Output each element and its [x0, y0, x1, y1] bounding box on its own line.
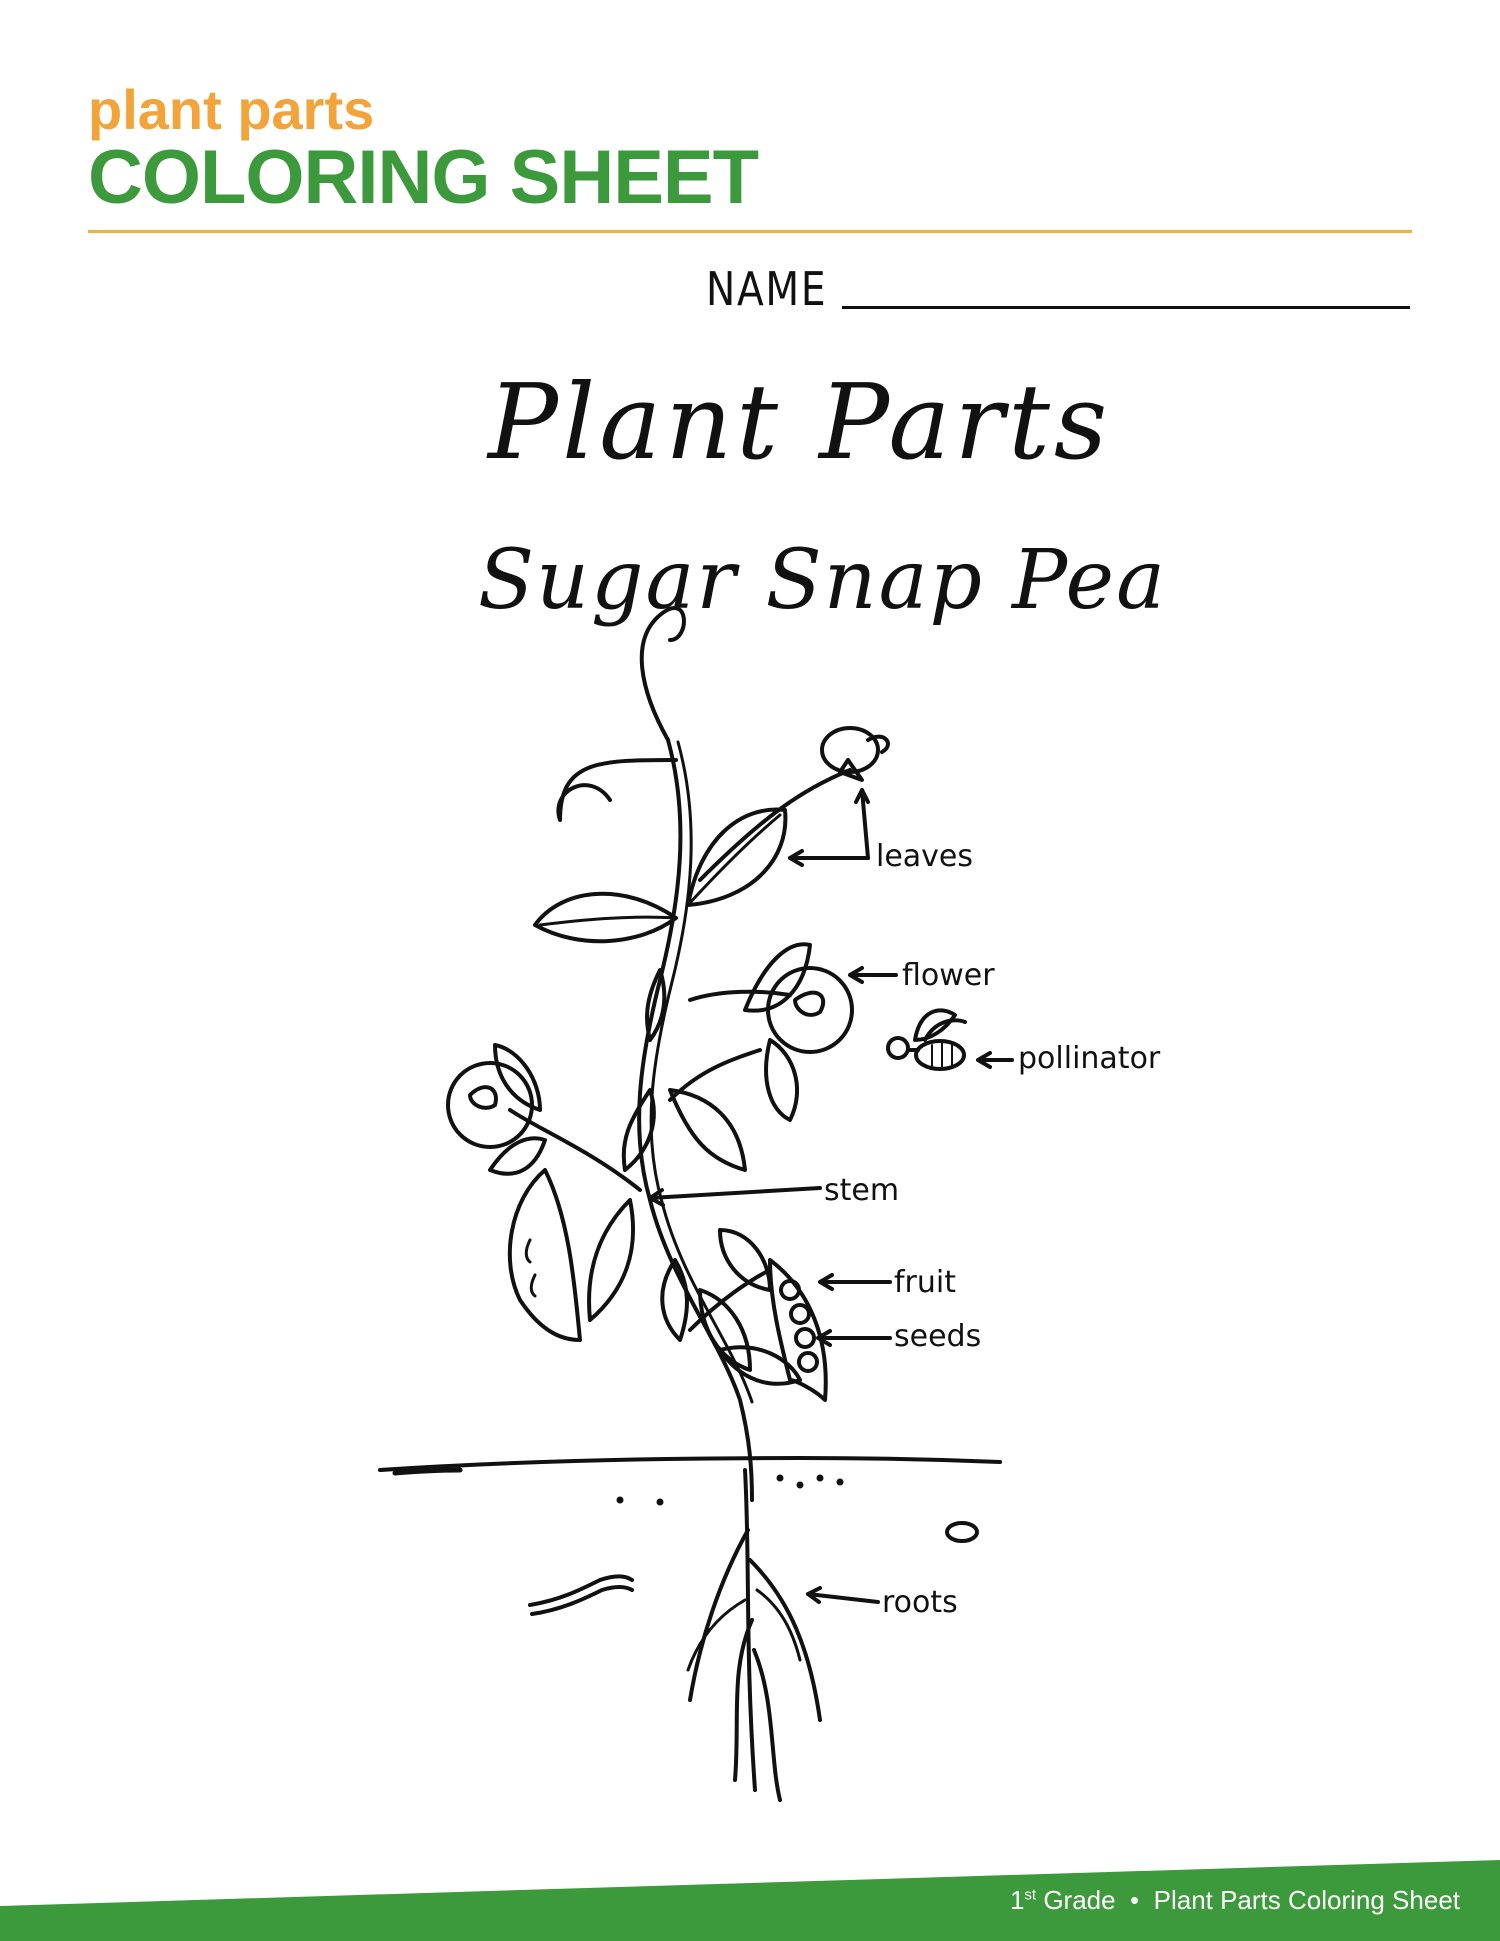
arrow-roots	[806, 1586, 880, 1604]
arrow-stem	[648, 1186, 822, 1207]
label-seeds: seeds	[894, 1319, 981, 1354]
arrow-seeds	[816, 1329, 892, 1347]
arrow-pollinator	[976, 1051, 1014, 1069]
label-pollinator: pollinator	[1018, 1041, 1161, 1076]
worksheet-subtitle: Sugar Snap Pea	[478, 533, 1167, 628]
worksheet-title: Plant Parts	[488, 361, 1112, 483]
label-leaves: leaves	[876, 839, 973, 874]
arrow-fruit	[818, 1273, 892, 1291]
leaf-drawing	[718, 1345, 802, 1386]
label-fruit: fruit	[894, 1265, 956, 1300]
leaf-drawing	[621, 1088, 656, 1172]
header-divider	[88, 230, 1412, 233]
seed-drawing	[789, 1303, 811, 1325]
leaf-drawing	[698, 1288, 752, 1372]
footer-grade-word: Grade	[1043, 1885, 1116, 1915]
leaf-drawing	[764, 1038, 800, 1122]
leaf-drawing	[660, 1258, 689, 1342]
leaf-drawing	[493, 1043, 542, 1112]
arrow-leaves	[788, 849, 870, 867]
name-label: NAME	[706, 262, 828, 316]
leaf-drawing	[743, 942, 812, 1013]
footer-text: 1st Grade • Plant Parts Coloring Sheet	[1010, 1885, 1460, 1916]
ground-line	[378, 1456, 1002, 1472]
label-flower: flower	[902, 958, 995, 993]
header-subtitle: plant parts	[88, 78, 375, 141]
header-title: COLORING SHEET	[88, 135, 759, 220]
footer-grade-number: 1	[1009, 1885, 1025, 1915]
pod-drawing	[768, 1258, 828, 1402]
footer-grade-suffix: st	[1024, 1886, 1037, 1904]
footer-sheet-title: Plant Parts Coloring Sheet	[1153, 1885, 1460, 1915]
leaf-drawing	[686, 807, 788, 907]
leaf-drawing	[645, 968, 667, 1042]
arrow-flower	[848, 966, 898, 984]
leaf-drawing	[668, 1088, 747, 1172]
label-roots: roots	[882, 1585, 958, 1620]
seed-drawing	[779, 1279, 801, 1301]
leaf-drawing	[533, 891, 678, 944]
pod-drawing	[507, 1168, 582, 1342]
footer-bullet: •	[1130, 1885, 1140, 1915]
roots-drawing	[743, 1468, 757, 1792]
leaf-drawing	[718, 1228, 772, 1292]
seed-drawing	[794, 1327, 816, 1349]
tendril-drawing	[639, 606, 686, 742]
leaf-drawing	[587, 1198, 635, 1322]
name-input-line[interactable]	[842, 306, 1410, 309]
label-stem: stem	[824, 1173, 899, 1208]
seed-drawing	[797, 1351, 819, 1373]
worm-drawing	[528, 1574, 634, 1607]
bud-drawing	[820, 726, 880, 774]
pollinator-drawing	[914, 1039, 966, 1071]
grub-drawing	[945, 1521, 979, 1543]
leaf-drawing	[488, 1136, 547, 1176]
stem-drawing	[637, 738, 754, 1502]
